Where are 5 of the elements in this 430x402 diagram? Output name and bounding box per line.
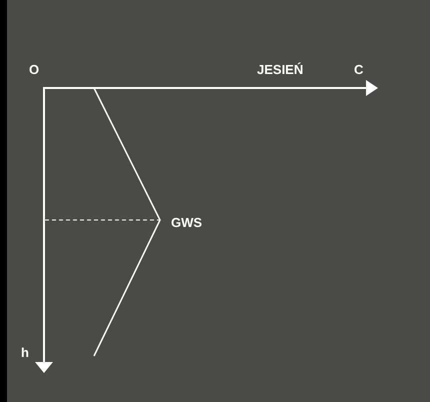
axis-label: C	[354, 62, 364, 77]
axis-label: h	[21, 345, 29, 360]
curve-label: GWS	[171, 215, 202, 230]
origin-label: O	[29, 62, 40, 77]
season-label: JESIEŃ	[257, 62, 304, 77]
